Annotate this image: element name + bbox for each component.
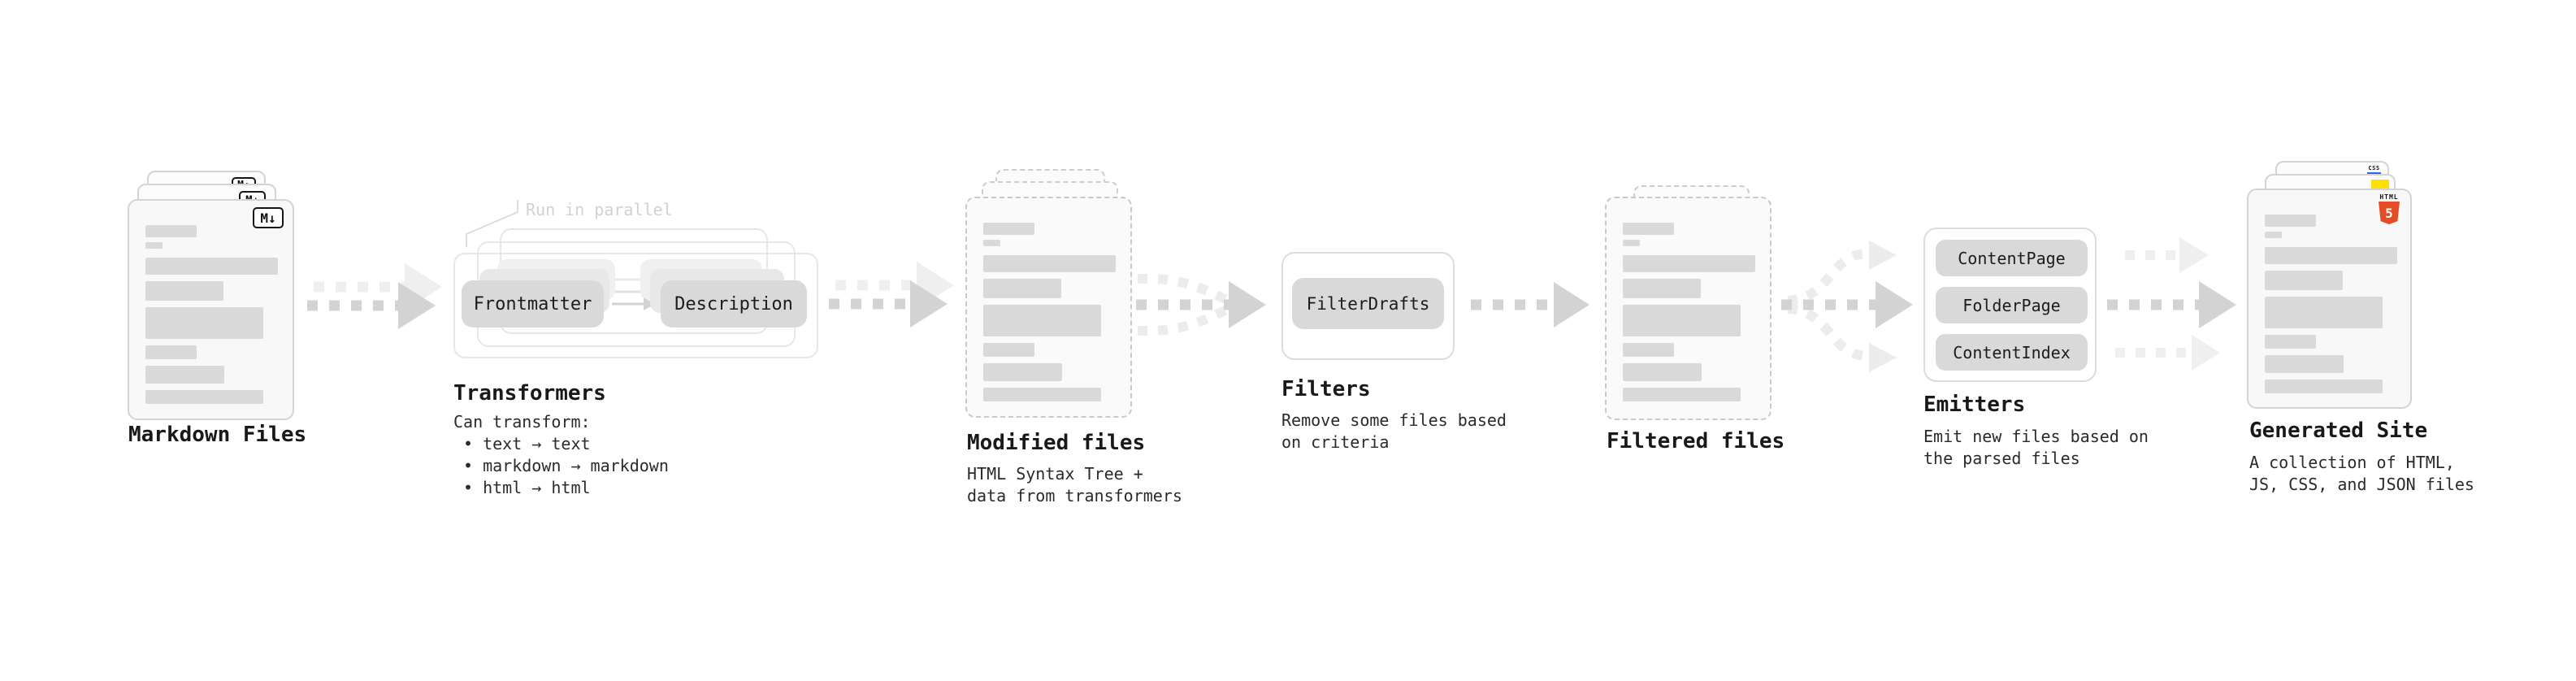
- arrow-transformers-to-modified: [829, 262, 954, 327]
- contentpage-pill: ContentPage: [1936, 240, 2088, 276]
- filtered-doc-front: [1605, 197, 1772, 420]
- doc-content-placeholder: [145, 225, 281, 407]
- doc-text-bar: [145, 242, 163, 249]
- arrow-emitters-to-generated: [2107, 237, 2236, 371]
- doc-text-bar: [983, 255, 1116, 272]
- doc-text-bar: [983, 343, 1034, 357]
- markdown-icon: M↓: [253, 207, 284, 228]
- filters-heading: Filters: [1281, 377, 1371, 401]
- emitters-heading: Emitters: [1923, 393, 2026, 417]
- modified-desc-line: HTML Syntax Tree +: [967, 464, 1143, 484]
- doc-text-bar: [983, 240, 1000, 246]
- doc-text-bar: [1623, 343, 1674, 357]
- generated-desc-line: A collection of HTML,: [2249, 453, 2455, 472]
- doc-text-bar: [983, 223, 1034, 235]
- doc-text-bar: [145, 345, 197, 359]
- doc-content-placeholder: [2265, 215, 2399, 396]
- run-in-parallel-leader-line: [466, 200, 518, 247]
- modified-files-heading: Modified files: [967, 431, 1146, 455]
- filters-panel: FilterDrafts: [1281, 252, 1455, 360]
- doc-text-bar: [1623, 223, 1674, 235]
- doc-text-bar: [1623, 305, 1741, 336]
- doc-text-bar: [983, 279, 1061, 298]
- transformers-desc-title: Can transform:: [453, 412, 591, 432]
- markdown-files-label: Markdown Files: [128, 423, 307, 447]
- generated-desc-line: JS, CSS, and JSON files: [2249, 475, 2474, 494]
- frontmatter-pill: Frontmatter: [462, 280, 604, 327]
- contentindex-pill: ContentIndex: [1936, 334, 2088, 371]
- javascript-icon: [2371, 180, 2389, 189]
- transformers-bullet: • text → text: [463, 434, 591, 453]
- doc-content-placeholder: [983, 223, 1119, 405]
- doc-text-bar: [2265, 232, 2282, 238]
- doc-text-bar: [1623, 255, 1755, 272]
- doc-text-bar: [145, 225, 197, 237]
- markdown-doc-front: M↓: [128, 199, 294, 420]
- doc-text-bar: [983, 305, 1101, 336]
- filters-desc-line: Remove some files based: [1281, 410, 1507, 430]
- filters-description: Remove some files based on criteria: [1281, 410, 1507, 453]
- transformers-description: Can transform: • text → text • markdown …: [453, 411, 669, 499]
- arrow-filtered-to-emitters: [1781, 241, 1913, 372]
- modified-desc-line: data from transformers: [967, 486, 1182, 505]
- doc-text-bar: [1623, 240, 1640, 246]
- doc-text-bar: [145, 307, 263, 339]
- doc-content-placeholder: [1623, 223, 1759, 407]
- doc-text-bar: [2265, 380, 2383, 393]
- doc-text-bar: [145, 366, 224, 384]
- modified-files-description: HTML Syntax Tree + data from transformer…: [967, 463, 1182, 507]
- arrow-filters-to-filtered: [1471, 282, 1589, 327]
- description-pill: Description: [661, 280, 807, 327]
- doc-text-bar: [145, 390, 263, 404]
- transformers-heading: Transformers: [453, 381, 606, 406]
- doc-text-bar: [2265, 297, 2383, 328]
- doc-text-bar: [1623, 363, 1702, 381]
- arrow-markdown-to-transformers: [307, 263, 442, 329]
- doc-text-bar: [983, 388, 1101, 401]
- doc-text-bar: [145, 258, 278, 275]
- doc-text-bar: [983, 363, 1062, 381]
- transformers-bullet: • markdown → markdown: [463, 456, 669, 475]
- arrow-modified-to-filters: [1136, 273, 1266, 336]
- modified-doc-front: [965, 197, 1132, 418]
- emitters-description: Emit new files based on the parsed files: [1923, 426, 2149, 470]
- transformers-bullet: • html → html: [463, 478, 591, 497]
- emitters-panel: ContentPage FolderPage ContentIndex: [1923, 228, 2097, 382]
- doc-text-bar: [2265, 271, 2343, 290]
- transformer-box-front: [453, 253, 818, 358]
- run-in-parallel-note: Run in parallel: [526, 200, 673, 219]
- doc-text-bar: [2265, 247, 2397, 264]
- emitters-desc-line: Emit new files based on: [1923, 427, 2149, 446]
- emitters-desc-line: the parsed files: [1923, 449, 2080, 468]
- generated-site-description: A collection of HTML, JS, CSS, and JSON …: [2249, 452, 2474, 496]
- doc-text-bar: [145, 281, 223, 301]
- doc-text-bar: [1623, 279, 1701, 298]
- folderpage-pill: FolderPage: [1936, 287, 2088, 323]
- doc-text-bar: [2265, 215, 2316, 227]
- doc-text-bar: [2265, 355, 2344, 373]
- filterdrafts-pill: FilterDrafts: [1292, 278, 1444, 329]
- doc-text-bar: [1623, 388, 1741, 401]
- generated-site-heading: Generated Site: [2249, 419, 2428, 443]
- generated-doc-front: HTML 5: [2247, 189, 2412, 409]
- filtered-files-heading: Filtered files: [1607, 429, 1785, 453]
- filters-desc-line: on criteria: [1281, 432, 1390, 452]
- doc-text-bar: [2265, 335, 2316, 349]
- html5-icon: HTML 5: [2377, 193, 2401, 224]
